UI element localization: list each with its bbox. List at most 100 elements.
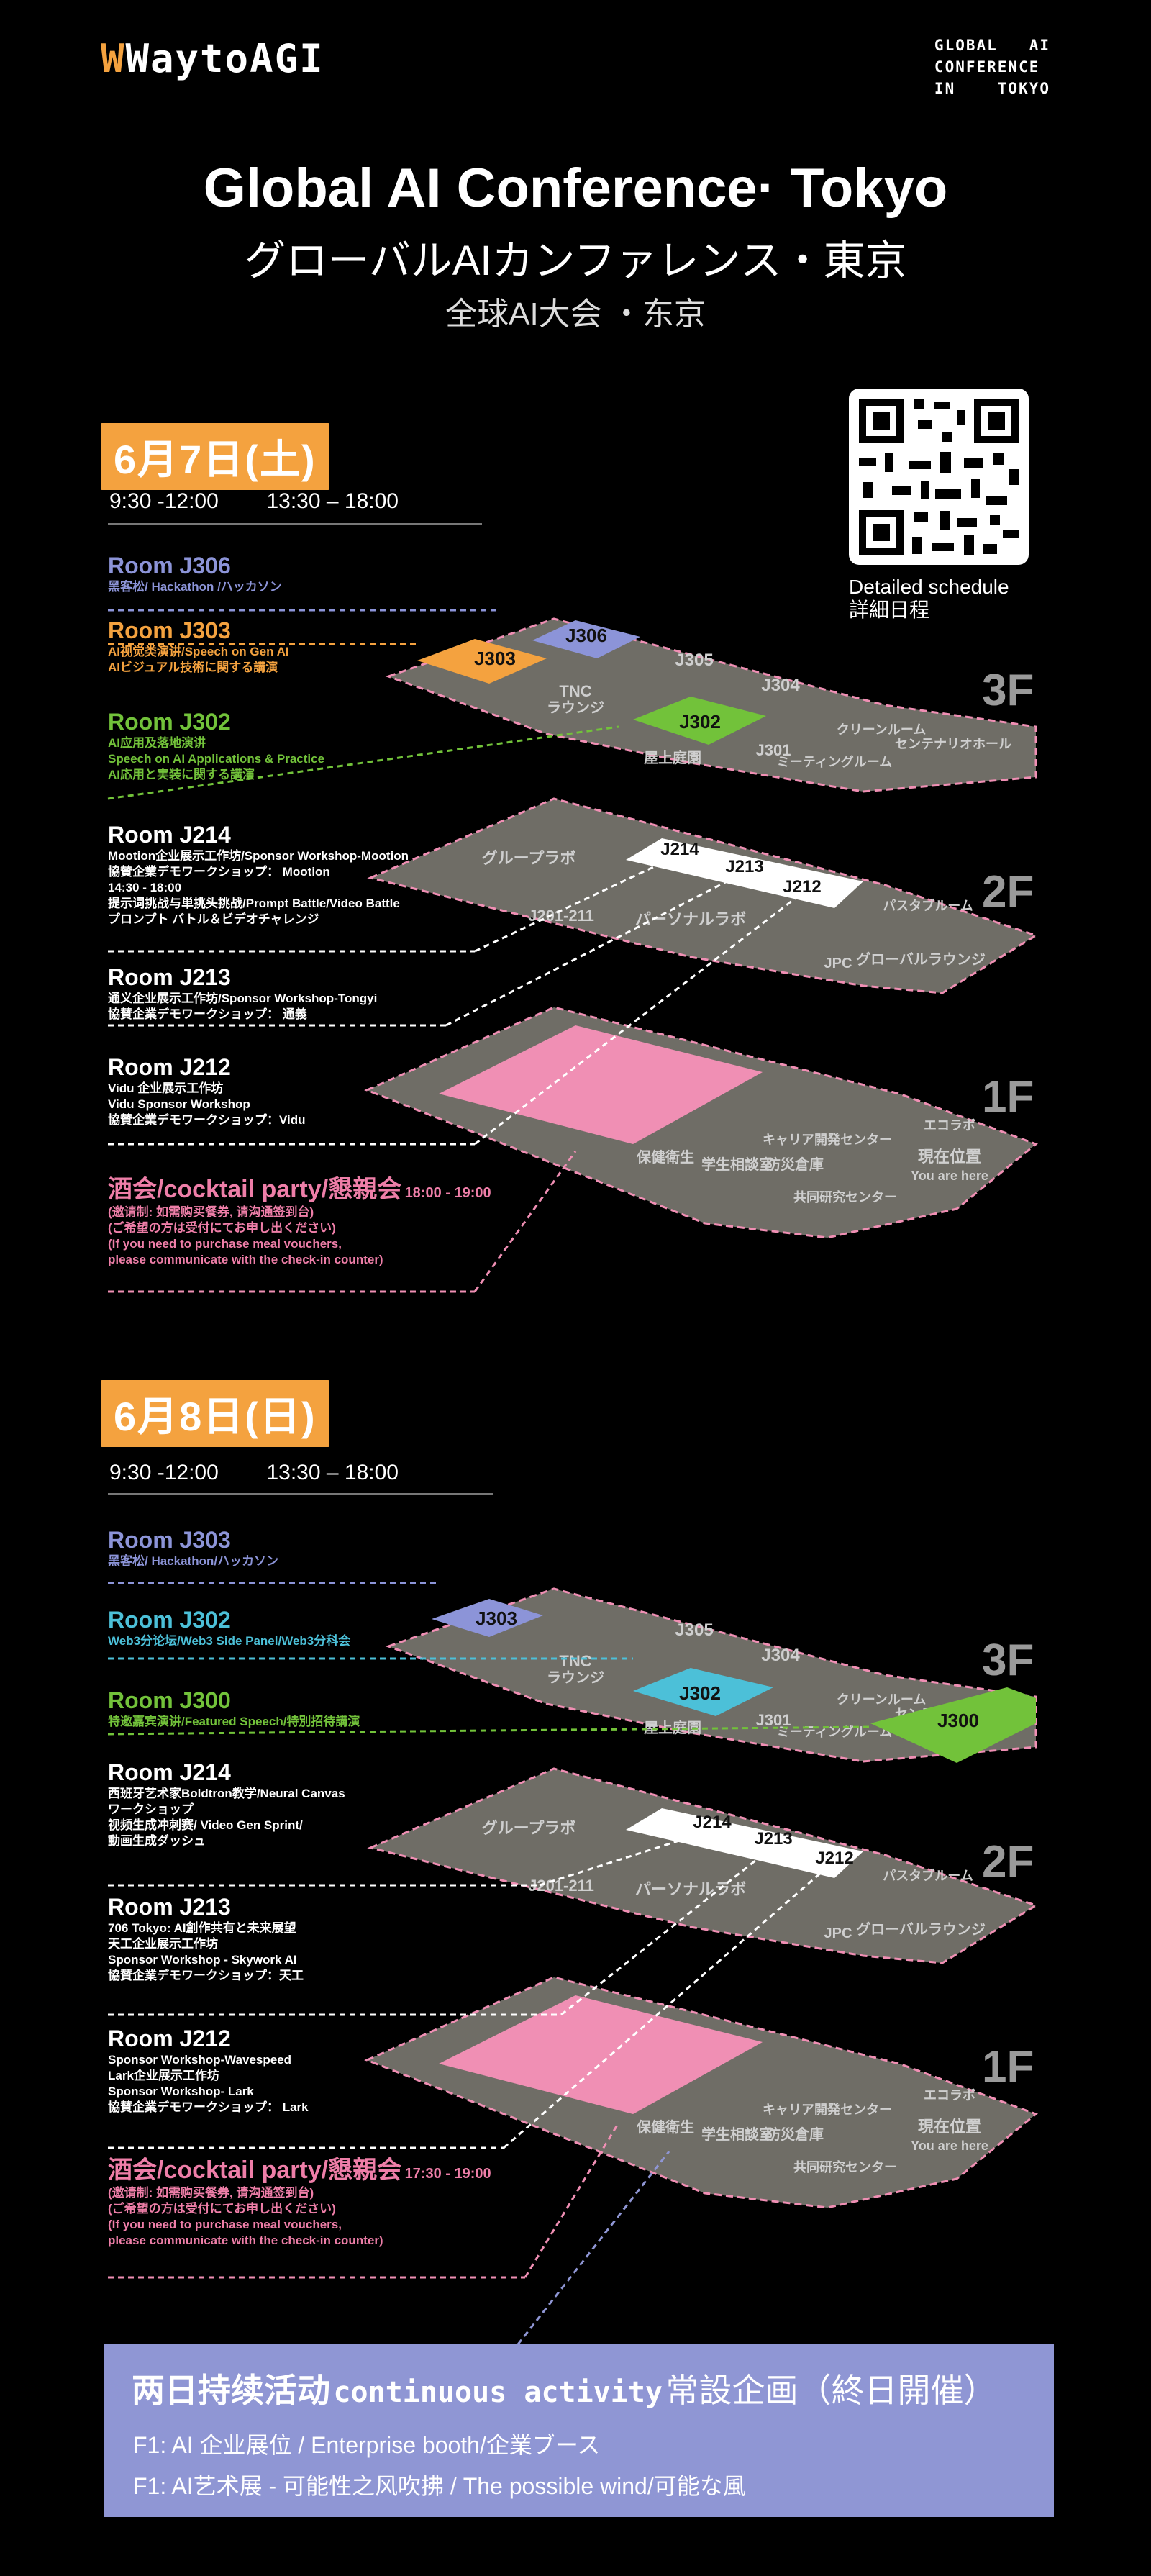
room-description: ワークショップ (108, 1802, 194, 1816)
day2-room-j212-label: J212 (815, 1849, 853, 1868)
day1-label-1f: 1F (982, 1072, 1034, 1122)
day1-party-notes: (邀请制: 如需购买餐券, 请沟通签到台)(ご希望の方は受付にてお申し出ください… (108, 1205, 491, 1268)
day1-divider (108, 523, 482, 525)
room-description: 通义企业展示工作坊/Sponsor Workshop-Tongyi (108, 992, 378, 1005)
room-description: 協賛企業デモワークショップ： 通義 (108, 1007, 307, 1021)
day1-label-clean: クリーンルーム (837, 722, 927, 737)
day1-room-j214-label: J214 (660, 840, 699, 859)
room-name: Room J214 (108, 822, 231, 848)
day1-room-j302-label: J302 (679, 711, 721, 733)
day1-floor-2f-slab (367, 797, 1039, 994)
day1-leader-j212b (474, 894, 799, 1146)
qr-label: Detailed schedule 詳細日程 (849, 576, 1009, 622)
day2-label-ecolab: エコラボ (924, 2088, 975, 2103)
waytoagi-logo: WWaytoAGI (101, 36, 324, 81)
day2-label-j304: J304 (761, 1646, 800, 1665)
day2-leader-j212b (503, 1866, 828, 2149)
day1-date-badge: 6月7日(土) (101, 423, 329, 490)
day2-label-2f: 2F (982, 1837, 1034, 1887)
room-name: Room J213 (108, 964, 231, 990)
day2-label-3f: 3F (982, 1636, 1034, 1685)
room-description: 動画生成ダッシュ (108, 1834, 206, 1848)
day2-label-tnc: TNC (559, 1652, 591, 1670)
title-en: Global AI Conference· Tokyo (203, 158, 948, 219)
room-description: Vidu 企业展示工作坊 (108, 1081, 224, 1095)
room-description: Lark企业展示工作坊 (108, 2069, 219, 2082)
day1-label-jpc: JPC (824, 956, 852, 971)
room-description: AI应用及落地演讲 (108, 736, 206, 750)
room-description: 706 Tokyo: AI創作共有と未来展望 (108, 1921, 296, 1935)
room-description: 協賛企業デモワークショップ： Mootion (108, 865, 330, 879)
room-description: Sponsor Workshop-Wavespeed (108, 2053, 292, 2067)
room-description: Web3分论坛/Web3 Side Panel/Web3分科会 (108, 1634, 351, 1648)
day1-label-global: グローバルラウンジ (856, 951, 986, 968)
day1-label-disaster: 防災倉庫 (766, 1156, 824, 1173)
day1-label-rooftop: 屋上庭園 (644, 749, 701, 766)
day2-label-hoken: 保健衛生 (636, 2118, 694, 2136)
day2-label-clean: クリーンルーム (837, 1692, 927, 1707)
day1-leader-j302 (107, 725, 619, 800)
qr-code[interactable] (849, 389, 1029, 565)
day2-label-pastab: パスタブルーム (883, 1868, 973, 1883)
day2-label-student: 学生相談室 (701, 2126, 773, 2143)
party-note: (If you need to purchase meal vouchers, (108, 1237, 342, 1251)
qr-pattern-icon (859, 399, 1019, 555)
day2-label-j201: J201-211 (528, 1877, 594, 1895)
room-description: 協賛企業デモワークショップ：天工 (108, 1969, 304, 1982)
day1-room-j213: Room J213 通义企业展示工作坊/Sponsor Workshop-Tong… (108, 964, 377, 1022)
party-note: please communicate with the check-in cou… (108, 2233, 383, 2247)
day2-room-j300 (870, 1687, 1036, 1763)
day1-room-j303 (417, 639, 547, 684)
banner-title: 两日持续活动 continuous activity 常設企画（終日開催） (132, 2364, 996, 2412)
day1-label-meeting: ミーティングルーム (777, 754, 892, 769)
day2-room-j300-label: J300 (937, 1710, 979, 1731)
party-note: please communicate with the check-in cou… (108, 1253, 383, 1266)
banner-title-ja: 常設企画（終日開催） (665, 2372, 997, 2409)
day1-leader-party-b (473, 1151, 577, 1292)
banner-title-en: continuous activity (333, 2376, 663, 2409)
day1-party-time: 18:00 - 19:00 (404, 1185, 491, 1201)
day2-room-j213-label: J213 (754, 1829, 792, 1849)
day1-times: 9:30 -12:00 13:30 – 18:00 (109, 489, 399, 513)
day1-label-j201: J201-211 (528, 907, 594, 925)
day2-label-j301: J301 (756, 1711, 791, 1729)
day1-label-j301: J301 (756, 741, 791, 759)
day1-party-title: 酒会/cocktail party/懇親会 (108, 1176, 402, 1203)
room-description: 協賛企業デモワークショップ：Vidu (108, 1113, 306, 1127)
day2-party-title: 酒会/cocktail party/懇親会 (108, 2157, 402, 2184)
room-name: Room J306 (108, 553, 231, 579)
day1-label-2f: 2F (982, 867, 1034, 917)
banner-title-zh: 两日持续活动 (132, 2372, 330, 2409)
party-note: (邀请制: 如需购买餐券, 请沟通签到台) (108, 1205, 314, 1219)
room-name: Room J303 (108, 1527, 231, 1553)
day2-room-1f-pink (439, 1995, 763, 2114)
room-description: 14:30 - 18:00 (108, 881, 182, 894)
day1-room-2f-highlight (626, 838, 863, 908)
day2-leader-party-b (524, 2122, 620, 2278)
party-note: (邀请制: 如需购买餐券, 请沟通签到台) (108, 2186, 314, 2200)
day2-label-1f: 1F (982, 2042, 1034, 2092)
day1-leader-j213b (445, 873, 742, 1027)
day2-label-disaster: 防災倉庫 (766, 2126, 824, 2143)
day2-leader-j300 (107, 1725, 871, 1736)
day2-times: 9:30 -12:00 13:30 – 18:00 (109, 1461, 399, 1484)
day1-leader-j214b (474, 855, 677, 953)
day1-room-j212-label: J212 (783, 877, 821, 897)
day2-room-j302-label: J302 (679, 1682, 721, 1704)
day2-date-badge: 6月8日(日) (101, 1380, 329, 1447)
day2-label-grouplab: グループラボ (482, 1819, 576, 1837)
qr-label-en: Detailed schedule (849, 576, 1009, 598)
day1-label-ecolab: エコラボ (924, 1118, 975, 1133)
room-name: Room J213 (108, 1894, 231, 1920)
day2-room-j303 (432, 1599, 543, 1637)
